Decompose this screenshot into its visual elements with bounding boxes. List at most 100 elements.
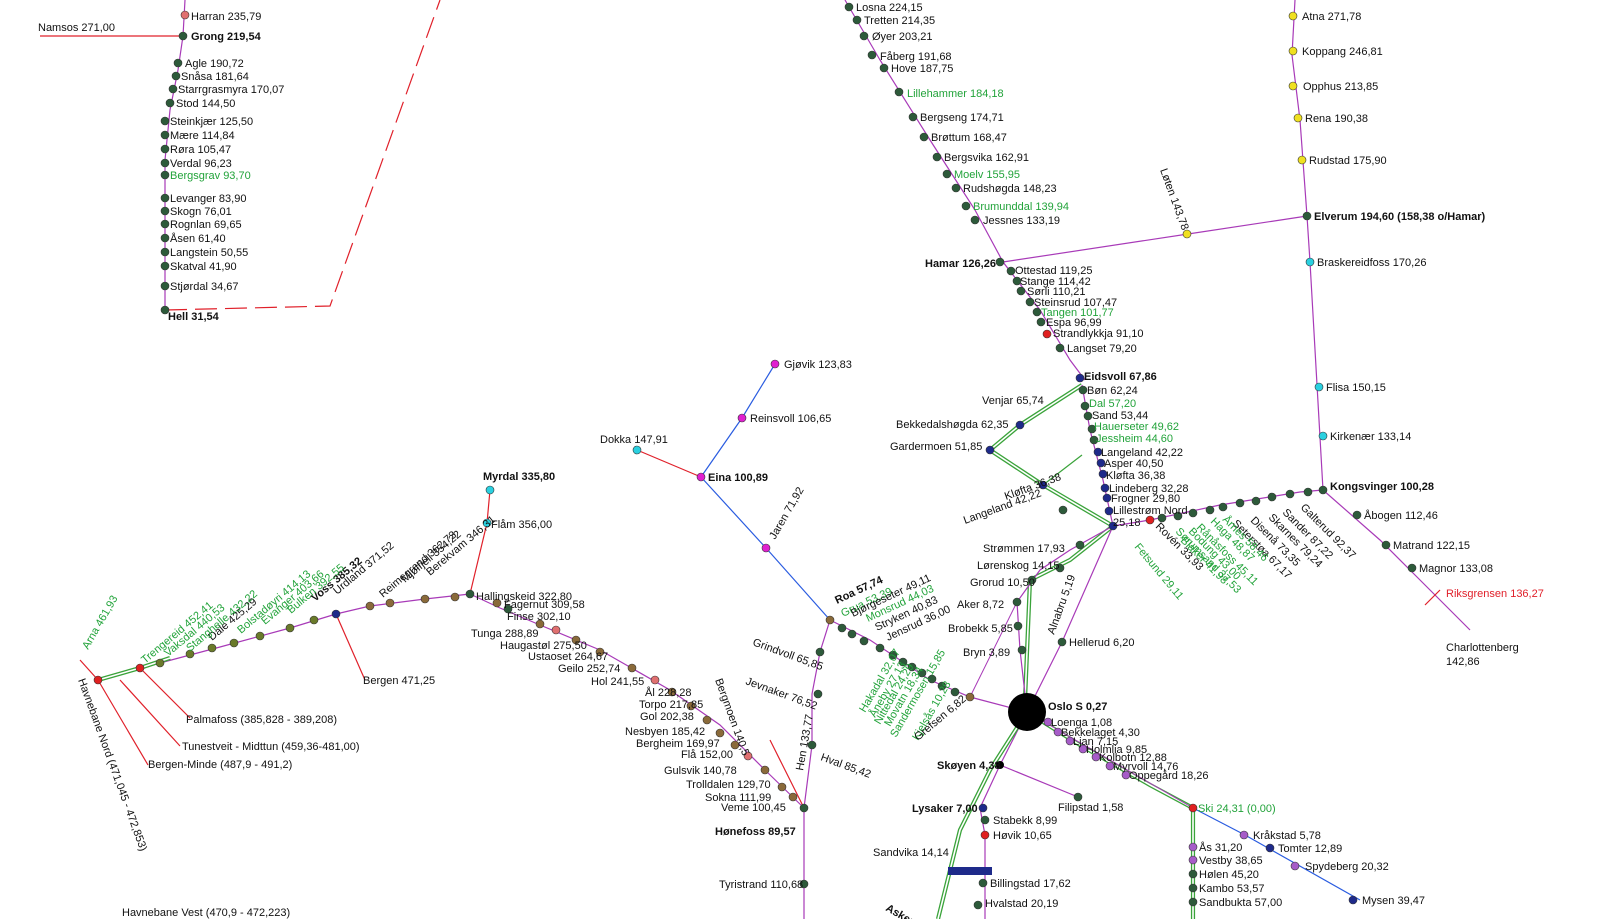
station-node: [985, 445, 995, 455]
station-node: [1157, 513, 1167, 523]
station-label: Levanger 83,90: [170, 193, 246, 205]
station-node: [465, 589, 475, 599]
station-label: Frogner 29,80: [1111, 493, 1180, 505]
station-node: [761, 543, 771, 553]
station-label: Tangen 101,77: [1041, 307, 1114, 319]
station-label: Åsen 61,40: [170, 232, 226, 245]
oslo-s-hub: [1008, 693, 1046, 731]
station-node: [1285, 489, 1295, 499]
station-node: [1083, 411, 1093, 421]
kongsvinger-riksgrensen-line: [1322, 489, 1471, 631]
station-label: Myrvoll 14,76: [1113, 761, 1178, 773]
station-label: Bergen 471,25: [363, 675, 435, 687]
station-node: [1012, 276, 1022, 286]
station-node: [844, 2, 854, 12]
station-node: [1055, 343, 1065, 353]
station-node: [173, 58, 183, 68]
station-node: [927, 674, 937, 684]
station-label: Holmlia 9,85: [1086, 744, 1147, 756]
station-node: [1053, 727, 1063, 737]
station-label: Opphus 213,85: [1303, 81, 1378, 93]
station-label: Ski 24,31 (0,00): [1198, 803, 1276, 815]
station-node: [1188, 842, 1198, 852]
station-label: Mysen 39,47: [1362, 895, 1425, 907]
station-node: [160, 247, 170, 257]
station-label: Hølen 45,20: [1199, 869, 1259, 881]
station-node: [1057, 637, 1067, 647]
station-label: Langeland 42,22: [1101, 447, 1183, 459]
station-node: [1013, 621, 1023, 631]
gardermobanen-line-inner: [988, 384, 1115, 701]
station-label: Skogn 76,01: [170, 206, 232, 218]
station-node: [1087, 424, 1097, 434]
station-label: Øyer 203,21: [872, 31, 933, 43]
station-label: Jessnes 133,19: [983, 215, 1060, 227]
station-node: [1267, 492, 1277, 502]
station-node: [1065, 736, 1075, 746]
station-node: [1318, 431, 1328, 441]
station-label: Oslo S 0,27: [1048, 701, 1107, 713]
ostfold-inner-line: [1026, 711, 1194, 809]
station-label: Hell 31,54: [168, 311, 220, 323]
station-node: [760, 765, 770, 775]
station-label: Veme 100,45: [721, 802, 786, 814]
station-label: Grindvoll 65,85: [751, 637, 825, 674]
station-node: [1352, 510, 1362, 520]
station-label: Løten 143,78: [1157, 167, 1190, 232]
station-label: Kambo 53,57: [1199, 883, 1264, 895]
bergmoen-branch-line: [769, 739, 805, 809]
station-label: Reinsvoll 106,65: [750, 413, 831, 425]
station-node: [160, 193, 170, 203]
station-label: Hol 241,55: [591, 676, 644, 688]
station-label: Elverum 194,60 (158,38 o/Hamar): [1314, 211, 1486, 223]
station-label: Charlottenberg: [1446, 642, 1519, 654]
rorosbanen-line: [1291, 0, 1324, 491]
station-node: [1173, 511, 1183, 521]
station-node: [1025, 297, 1035, 307]
station-node: [1102, 493, 1112, 503]
station-label: Lørenskog 14,15: [977, 560, 1060, 572]
station-label: Strømmen 17,93: [983, 543, 1065, 555]
station-node: [1015, 420, 1025, 430]
station-label: Bergsgrav 93,70: [170, 170, 251, 182]
station-node: [1091, 752, 1101, 762]
station-label: Flåm 356,00: [491, 519, 552, 531]
station-node: [1407, 563, 1417, 573]
station-node: [185, 649, 195, 659]
station-node: [1381, 540, 1391, 550]
station-node: [331, 609, 341, 619]
station-node: [1235, 498, 1245, 508]
station-node: [551, 625, 561, 635]
station-label: Steinkjær 125,50: [170, 116, 253, 128]
station-node: [978, 878, 988, 888]
station-node: [1055, 563, 1065, 573]
grefsen-link-line: [969, 601, 1018, 698]
station-node: [1305, 257, 1315, 267]
station-node: [450, 592, 460, 602]
station-node: [970, 215, 980, 225]
station-label: Eina 100,89: [708, 472, 768, 484]
station-node: [1265, 843, 1275, 853]
station-label: Skøyen 4,38: [937, 760, 1001, 772]
station-node: [815, 647, 825, 657]
station-node: [1042, 329, 1052, 339]
station-label: Harran 235,79: [191, 11, 261, 23]
station-node: [1100, 483, 1110, 493]
station-label: Riksgrensen 136,27: [1446, 588, 1544, 600]
station-label: Grong 219,54: [191, 31, 262, 43]
station-node: [420, 594, 430, 604]
station-node: [737, 413, 747, 423]
station-node: [1032, 307, 1042, 317]
station-label: Moelv 155,95: [954, 169, 1020, 181]
palmafoss-line: [335, 613, 366, 681]
station-node: [160, 281, 170, 291]
station-label: 25,18: [1113, 517, 1141, 529]
station-node: [859, 636, 869, 646]
station-node: [1058, 505, 1068, 515]
dokka-branch-line: [636, 449, 702, 478]
station-node: [825, 615, 835, 625]
station-label: Namsos 271,00: [38, 22, 115, 34]
station-label: Venjar 65,74: [982, 395, 1044, 407]
